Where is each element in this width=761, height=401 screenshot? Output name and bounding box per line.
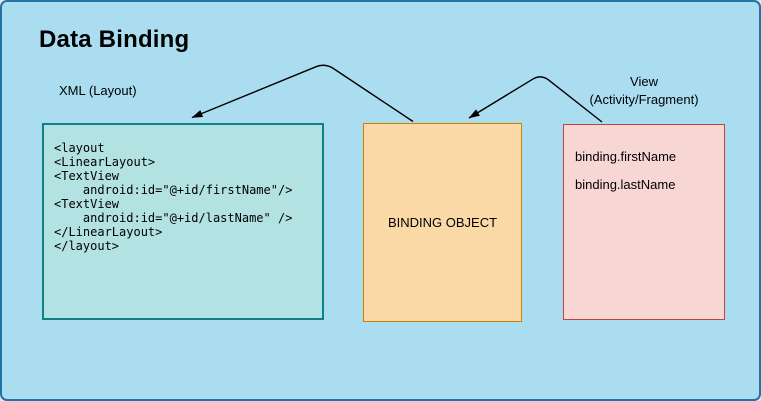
code-line: </LinearLayout> <box>54 225 163 239</box>
view-label-line1: View <box>630 74 658 89</box>
binding-lastname-text: binding.lastName <box>575 177 676 192</box>
xml-layout-label: XML (Layout) <box>59 83 137 98</box>
binding-object-label: BINDING OBJECT <box>387 215 498 230</box>
arrow-binding-to-xml <box>191 64 414 123</box>
code-line: <TextView <box>54 197 120 211</box>
view-label-line2: (Activity/Fragment) <box>589 92 699 107</box>
view-box: binding.firstName binding.lastName <box>563 124 725 320</box>
xml-layout-box: <layout <LinearLayout> <TextView android… <box>42 123 324 320</box>
code-line: android:id="@+id/firstName"/> <box>54 183 293 197</box>
code-line: <LinearLayout> <box>54 155 156 169</box>
code-line: <TextView <box>54 169 120 183</box>
code-line: <layout <box>54 141 105 155</box>
binding-object-box: BINDING OBJECT <box>363 123 522 322</box>
diagram-title: Data Binding <box>39 26 190 53</box>
xml-code-block: <layout <LinearLayout> <TextView android… <box>44 125 322 253</box>
code-line: android:id="@+id/lastName" /> <box>54 211 293 225</box>
view-label: View (Activity/Fragment) <box>563 73 725 109</box>
code-line: </layout> <box>54 239 120 253</box>
binding-firstname-text: binding.firstName <box>575 149 677 164</box>
